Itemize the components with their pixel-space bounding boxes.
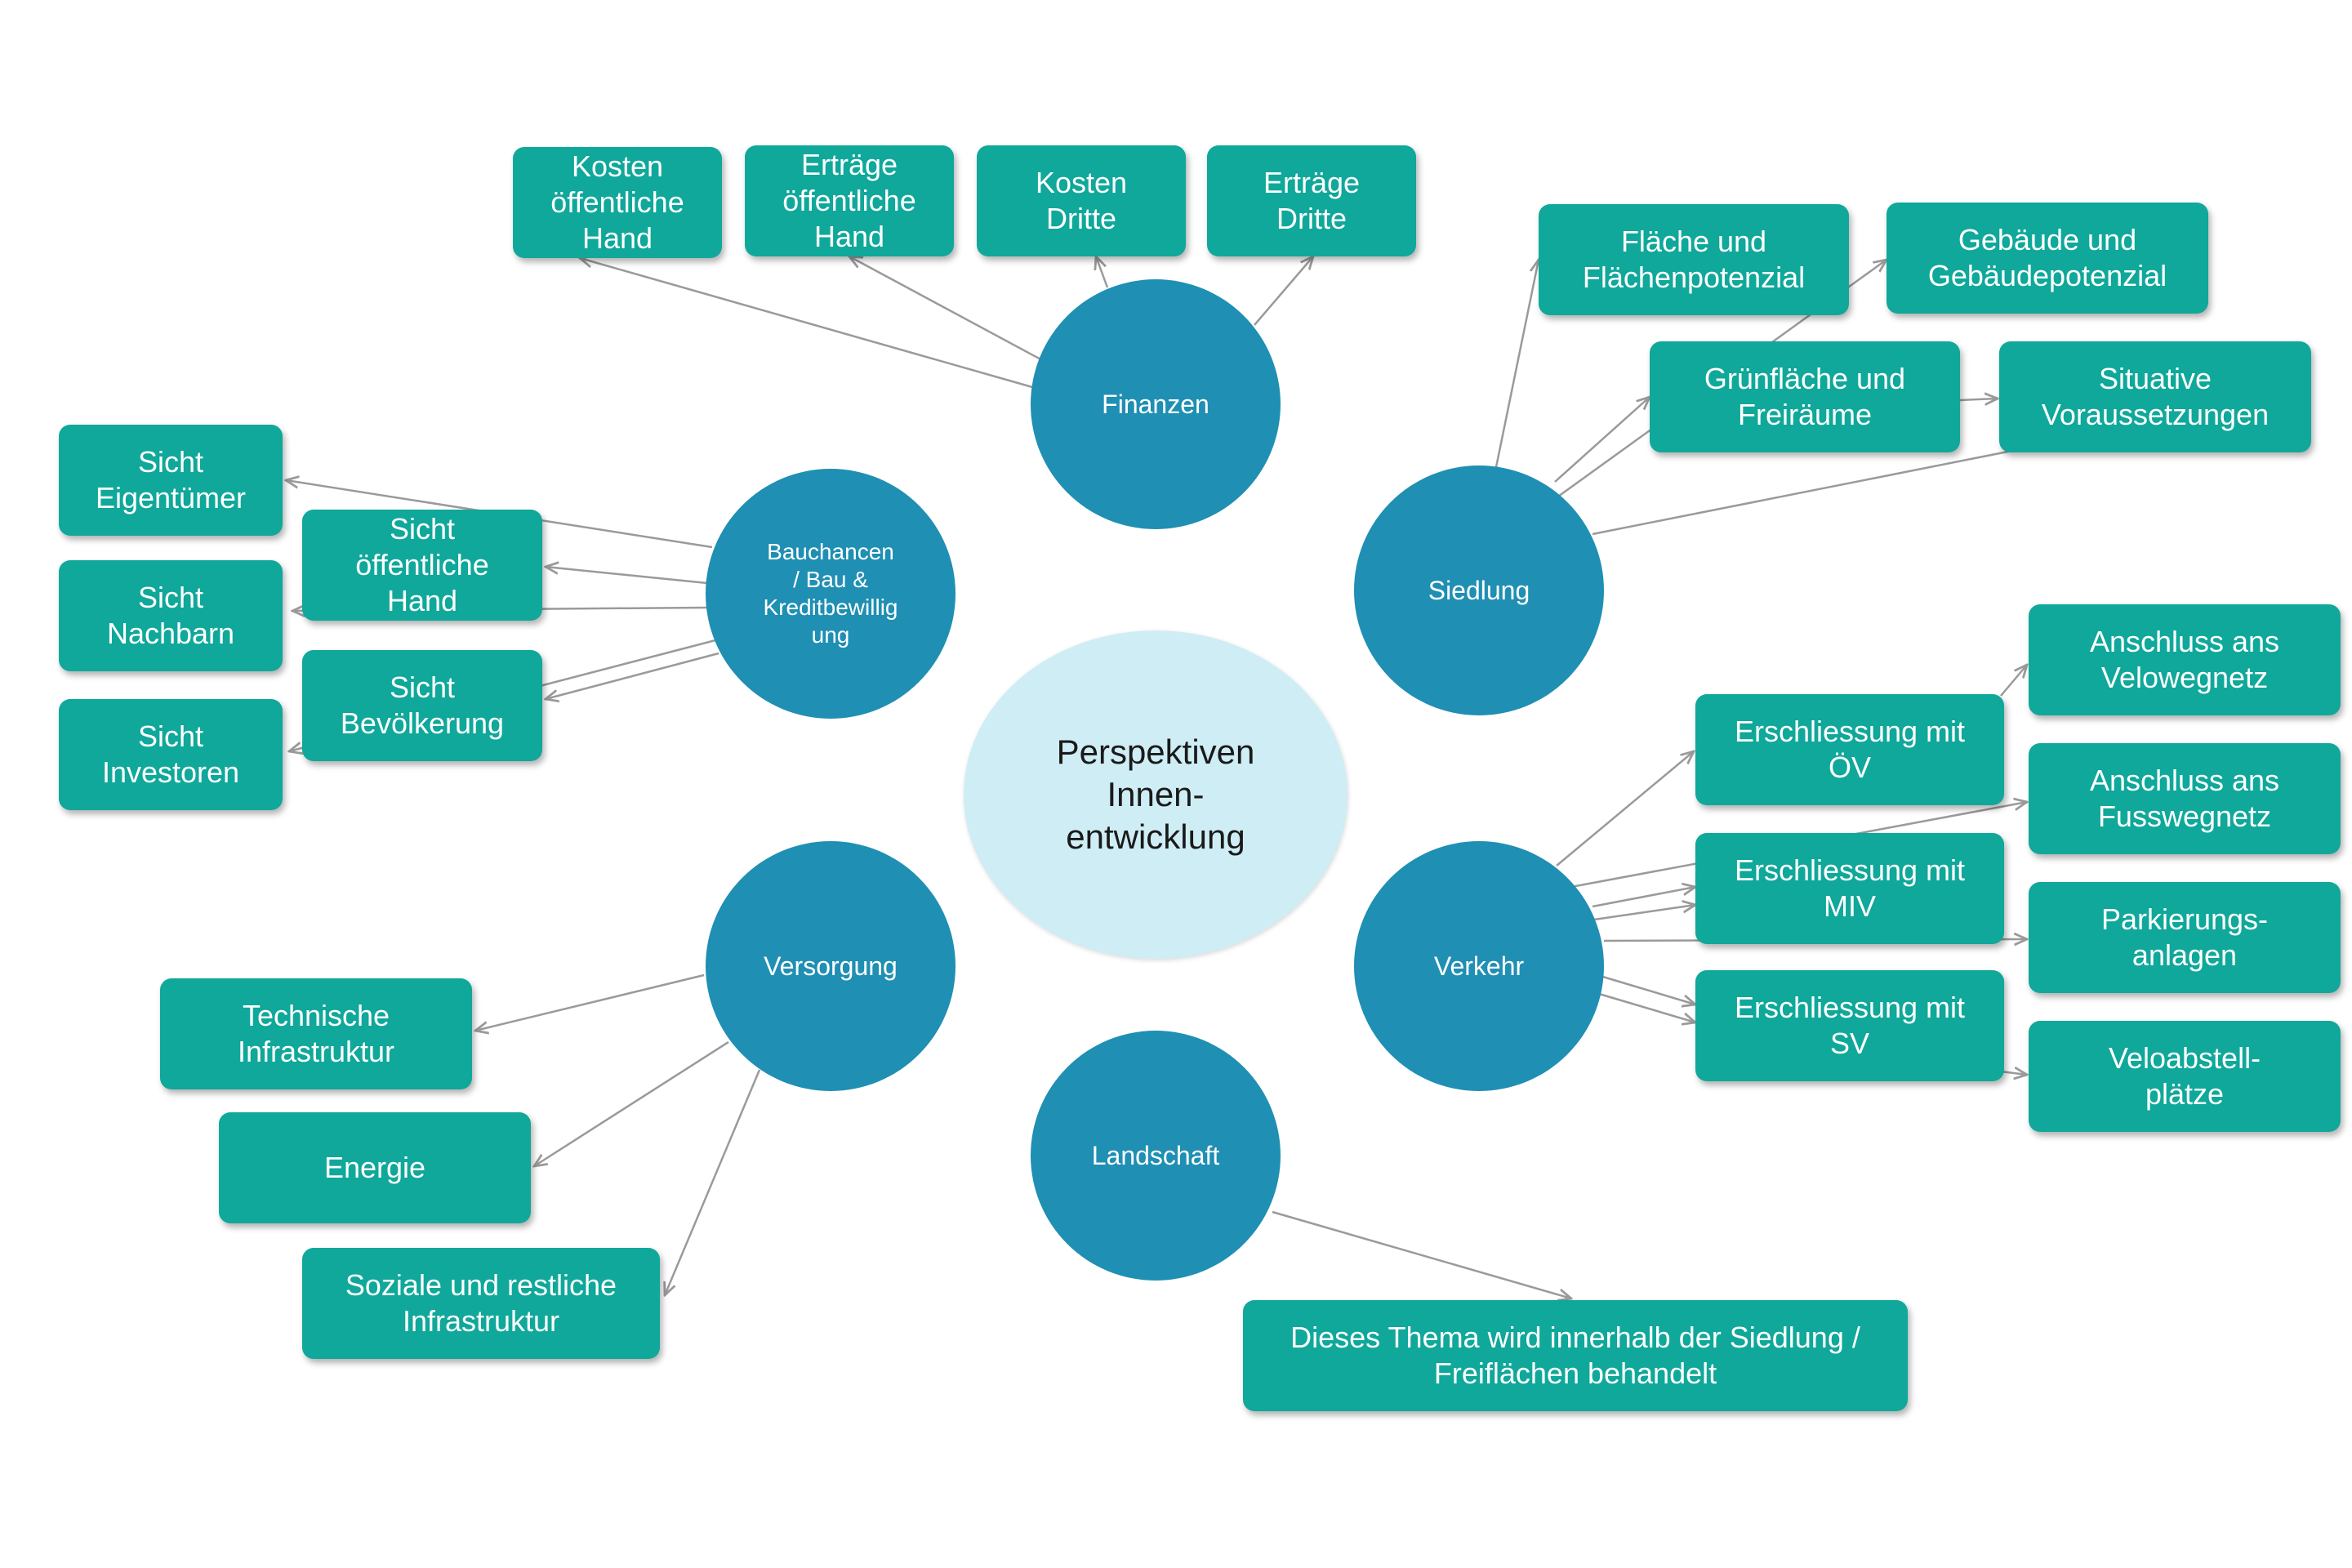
box-gruenflaeche: Grünfläche und Freiräume bbox=[1650, 341, 1960, 452]
box-ertraege-dritte: Erträge Dritte bbox=[1207, 145, 1416, 256]
box-sicht-eigentuemer: Sicht Eigentümer bbox=[59, 425, 283, 536]
edge-siedlung-flaeche bbox=[1494, 260, 1539, 468]
box-flaeche: Fläche und Flächenpotenzial bbox=[1539, 204, 1849, 315]
box-sicht-bevoelkerung: Sicht Bevölkerung bbox=[302, 650, 542, 761]
edge-landschaft-hinweis bbox=[1272, 1210, 1571, 1298]
box-kosten-dritte: Kosten Dritte bbox=[977, 145, 1186, 256]
hub-versorgung: Versorgung bbox=[706, 841, 956, 1091]
edge-finanzen-kosten-oeffentliche-hand bbox=[580, 258, 1033, 389]
box-ertraege-oeffentliche-hand: Erträge öffentliche Hand bbox=[745, 145, 954, 256]
edge-finanzen-kosten-dritte bbox=[1096, 256, 1109, 288]
edge-siedlung-gruenflaeche bbox=[1554, 397, 1650, 483]
edge-verkehr-erschliessung-miv-b bbox=[1593, 905, 1695, 921]
edge-oev-anschluss-velowegnetz bbox=[2000, 665, 2027, 697]
box-anschluss-velowegnetz: Anschluss ans Velowegnetz bbox=[2029, 604, 2341, 715]
box-sicht-oeffentliche-hand: Sicht öffentliche Hand bbox=[302, 510, 542, 621]
hub-siedlung: Siedlung bbox=[1354, 466, 1604, 715]
edge-gruenflaeche-situative bbox=[1959, 399, 1998, 400]
center-node-perspektiven: Perspektiven Innen- entwicklung bbox=[964, 630, 1348, 959]
hub-bauchancen: Bauchancen / Bau & Kreditbewillig ung bbox=[706, 469, 956, 719]
hub-finanzen: Finanzen bbox=[1031, 279, 1281, 529]
box-kosten-oeffentliche-hand: Kosten öffentliche Hand bbox=[513, 147, 722, 258]
box-anschluss-fusswegnetz: Anschluss ans Fusswegnetz bbox=[2029, 743, 2341, 854]
box-landschaft-hinweis: Dieses Thema wird innerhalb der Siedlung… bbox=[1243, 1300, 1908, 1411]
hub-landschaft: Landschaft bbox=[1031, 1031, 1281, 1281]
box-sicht-investoren: Sicht Investoren bbox=[59, 699, 283, 810]
box-erschliessung-miv: Erschliessung mit MIV bbox=[1695, 833, 2004, 944]
box-energie: Energie bbox=[219, 1112, 531, 1223]
box-sicht-nachbarn: Sicht Nachbarn bbox=[59, 560, 283, 671]
edge-versorgung-soziale-infrastruktur bbox=[665, 1069, 761, 1295]
edge-finanzen-ertraege-oeffentliche-hand bbox=[849, 256, 1045, 363]
hub-verkehr: Verkehr bbox=[1354, 841, 1604, 1091]
edge-versorgung-technische-infrastruktur bbox=[475, 973, 705, 1031]
box-soziale-infrastruktur: Soziale und restliche Infrastruktur bbox=[302, 1248, 660, 1359]
box-gebaeude: Gebäude und Gebäudepotenzial bbox=[1886, 203, 2208, 314]
edge-finanzen-ertraege-dritte bbox=[1254, 256, 1313, 326]
box-erschliessung-sv: Erschliessung mit SV bbox=[1695, 970, 2004, 1081]
edge-siedlung-situative bbox=[1592, 444, 2038, 536]
box-technische-infrastruktur: Technische Infrastruktur bbox=[160, 978, 472, 1089]
edge-verkehr-erschliessung-sv-b bbox=[1590, 990, 1695, 1022]
edge-verkehr-erschliessung-miv-a bbox=[1592, 887, 1695, 908]
edge-verkehr-erschliessung-oev bbox=[1556, 751, 1694, 866]
edge-sv-veloabstellplaetze bbox=[2000, 1071, 2027, 1075]
edge-verkehr-erschliessung-sv-a bbox=[1597, 973, 1695, 1004]
edge-bauchancen-sicht-bevoelkerung bbox=[546, 652, 719, 699]
box-erschliessung-oev: Erschliessung mit ÖV bbox=[1695, 694, 2004, 805]
edge-versorgung-energie bbox=[534, 1040, 729, 1166]
box-parkierungsanlagen: Parkierungs- anlagen bbox=[2029, 882, 2341, 993]
box-veloabstellplaetze: Veloabstell- plätze bbox=[2029, 1021, 2341, 1132]
edge-bauchancen-sicht-oeffentliche-hand bbox=[546, 567, 708, 585]
box-situative: Situative Voraussetzungen bbox=[1999, 341, 2311, 452]
